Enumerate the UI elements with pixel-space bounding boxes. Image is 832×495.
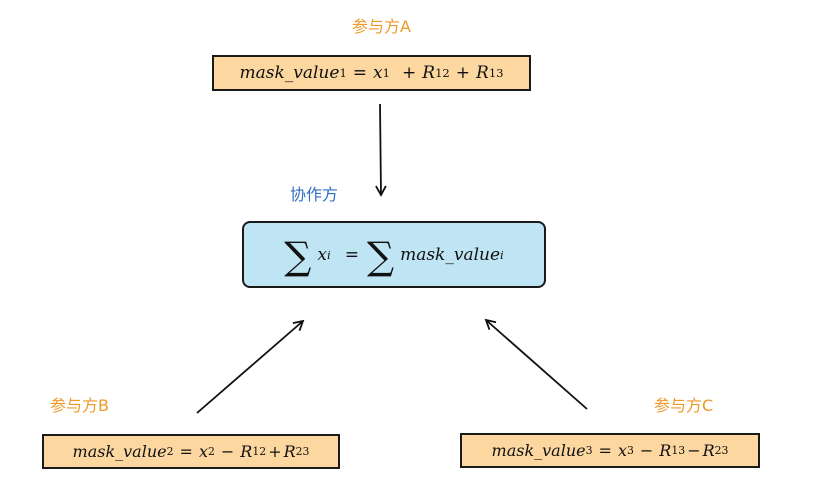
party-b-r2: R bbox=[283, 442, 296, 461]
party-c-op2: − bbox=[687, 441, 701, 460]
sum-symbol-left: ∑ bbox=[284, 233, 312, 278]
party-b-r1: R bbox=[240, 442, 253, 461]
sum-symbol-right: ∑ bbox=[366, 233, 395, 278]
party-c-op1: − bbox=[639, 441, 654, 460]
party-a-label: 参与方A bbox=[352, 17, 411, 36]
party-b-lhs: mask_value bbox=[72, 442, 167, 461]
coordinator-eq: = bbox=[344, 244, 359, 265]
party-b-label: 参与方B bbox=[50, 396, 109, 415]
party-a-r1: R bbox=[422, 63, 436, 83]
coordinator-label: 协作方 bbox=[290, 185, 339, 204]
party-b-eq: = bbox=[179, 442, 193, 461]
arrow-b-to-coordinator bbox=[196, 319, 305, 414]
party-a-lhs: mask_value bbox=[239, 63, 340, 83]
party-c-r1: R bbox=[659, 441, 672, 460]
party-c-r2: R bbox=[702, 441, 715, 460]
party-a-eq: = bbox=[352, 63, 368, 83]
coordinator-x: x bbox=[317, 244, 327, 265]
party-c-eq: = bbox=[598, 441, 612, 460]
party-b-op1: − bbox=[220, 442, 235, 461]
coordinator-rhs: mask_value bbox=[400, 244, 501, 265]
party-c-x: x bbox=[617, 441, 627, 460]
arrow-c-to-coordinator bbox=[484, 318, 588, 410]
party-b-op2: + bbox=[268, 442, 282, 461]
party-a-r2: R bbox=[476, 63, 489, 83]
party-c-label: 参与方C bbox=[654, 396, 714, 415]
party-a-x: x bbox=[373, 63, 383, 83]
party-c-lhs: mask_value bbox=[491, 441, 586, 460]
party-a-op1: + bbox=[402, 63, 417, 83]
arrow-a-to-coordinator bbox=[375, 103, 387, 197]
party-a-op2: + bbox=[455, 63, 471, 83]
party-b-x: x bbox=[198, 442, 208, 461]
